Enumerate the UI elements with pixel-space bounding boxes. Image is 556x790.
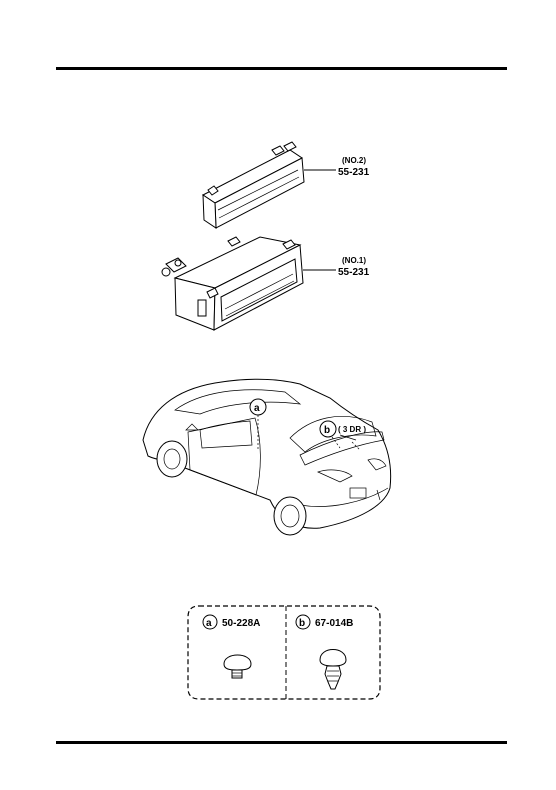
part-no1-code: 55-231 <box>338 267 370 278</box>
legend-b-code: 67-014B <box>315 618 353 629</box>
bottom-rule <box>56 741 507 744</box>
legend-a-code: 50-228A <box>222 618 260 629</box>
fastener-legend <box>187 605 381 700</box>
legend-a-letter: a <box>206 618 212 629</box>
legend-a-circle <box>202 614 218 630</box>
clip-50-228a-icon <box>223 654 252 679</box>
callout-b-letter: b <box>324 425 330 436</box>
tray-no2-drawing <box>202 141 336 229</box>
callout-b-circle <box>319 420 337 438</box>
callout-a-letter: a <box>254 403 260 414</box>
legend-b-letter: b <box>299 618 305 629</box>
variant-label: ( 3 DR ) <box>338 425 366 434</box>
part-no2-name: (NO.2) <box>342 156 366 165</box>
clip-67-014b-icon <box>319 649 347 690</box>
legend-b-circle <box>295 614 311 630</box>
top-rule <box>56 67 507 70</box>
car-drawing <box>142 378 392 536</box>
part-no2-code: 55-231 <box>338 167 370 178</box>
tray-no1-drawing <box>161 236 336 331</box>
part-no1-name: (NO.1) <box>342 256 366 265</box>
